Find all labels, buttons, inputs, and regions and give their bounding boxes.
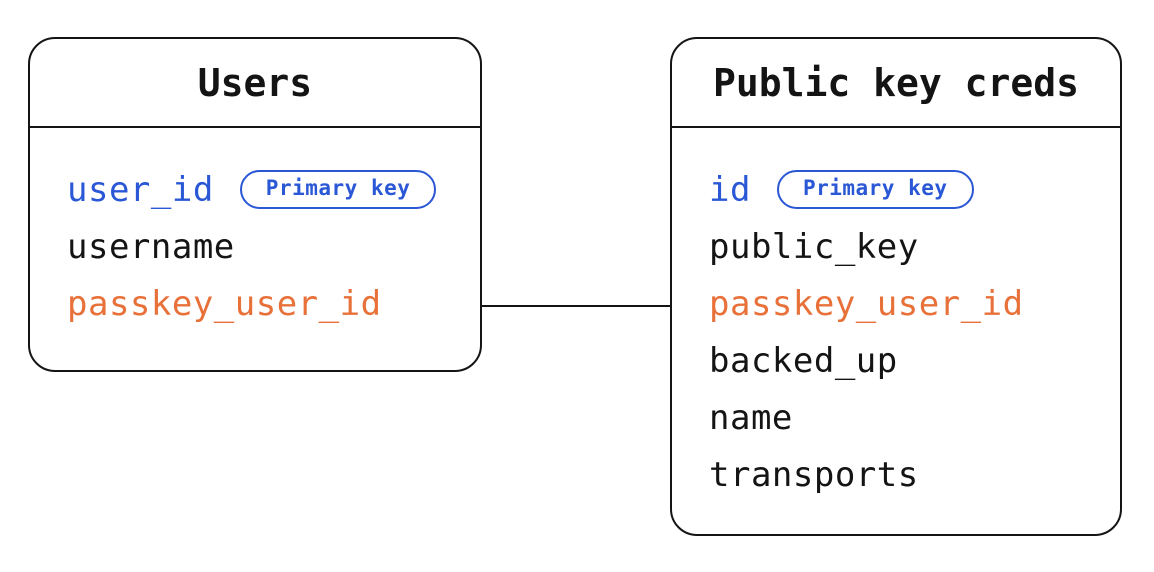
relationship-connector [482, 305, 670, 307]
field-name: name [709, 397, 793, 438]
field-name: passkey_user_id [709, 283, 1024, 324]
field-name: username [67, 226, 235, 267]
field-row-id: id Primary key [709, 161, 1120, 218]
field-name: id [709, 169, 751, 210]
table-title: Users [197, 60, 313, 105]
field-row-passkey-user-id: passkey_user_id [709, 275, 1120, 332]
table-title: Public key creds [712, 60, 1080, 105]
field-row-passkey-user-id: passkey_user_id [67, 275, 480, 332]
field-row-name: name [709, 389, 1120, 446]
table-public-key-creds-body: id Primary key public_key passkey_user_i… [672, 128, 1120, 503]
table-public-key-creds: Public key creds id Primary key public_k… [670, 37, 1122, 536]
field-name: backed_up [709, 340, 898, 381]
field-name: passkey_user_id [67, 283, 382, 324]
field-row-user-id: user_id Primary key [67, 161, 480, 218]
field-row-transports: transports [709, 446, 1120, 503]
field-row-backed-up: backed_up [709, 332, 1120, 389]
field-name: transports [709, 454, 919, 495]
field-row-username: username [67, 218, 480, 275]
field-name: public_key [709, 226, 919, 267]
field-name: user_id [67, 169, 214, 210]
table-public-key-creds-header: Public key creds [672, 39, 1120, 128]
primary-key-badge: Primary key [239, 169, 437, 210]
primary-key-badge: Primary key [776, 169, 974, 210]
table-users: Users user_id Primary key username passk… [28, 37, 482, 372]
table-users-header: Users [30, 39, 480, 128]
table-users-body: user_id Primary key username passkey_use… [30, 128, 480, 332]
field-row-public-key: public_key [709, 218, 1120, 275]
